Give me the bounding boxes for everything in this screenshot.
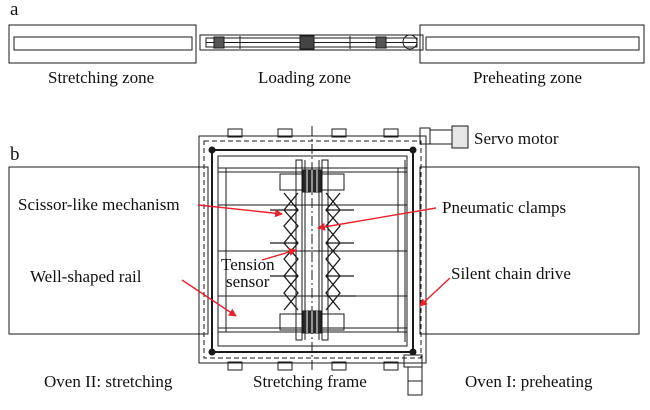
stretching-zone-box — [8, 24, 197, 64]
stretching-zone-label: Stretching zone — [48, 68, 155, 87]
loading-zone-label: Loading zone — [258, 68, 351, 87]
preheating-zone-box — [419, 24, 645, 64]
oven-2-label: Oven II: stretching — [44, 372, 173, 391]
oven-2-body — [8, 166, 209, 335]
pneumatic-clamps-label: Pneumatic clamps — [442, 198, 567, 217]
oven-1-body — [419, 166, 640, 335]
arrow-silent-chain-drive — [419, 277, 451, 307]
arrow-scissor — [197, 204, 283, 218]
silent-chain-drive-label: Silent chain drive — [451, 264, 571, 283]
stretching-frame-label: Stretching frame — [253, 372, 367, 391]
tension-sensor-label-line2: sensor — [226, 272, 270, 291]
panel-a-letter: a — [10, 0, 19, 20]
arrow-well-shaped-rail — [181, 279, 237, 317]
annotation-arrows — [181, 204, 451, 317]
panel-a-drawing — [8, 24, 645, 64]
panel-b-letter: b — [10, 144, 20, 165]
tension-sensor-label-line1: Tension — [221, 255, 275, 274]
servo-motor — [419, 125, 469, 149]
top-clamp-blocks — [279, 169, 345, 193]
scissor-mechanism-label: Scissor-like mechanism — [18, 195, 180, 214]
arrow-tension-sensor — [261, 248, 297, 261]
well-shaped-rail-label: Well-shaped rail — [30, 267, 142, 286]
scissor-mechanism-right — [325, 192, 356, 311]
servo-motor-label: Servo motor — [474, 129, 559, 148]
panel-b-drawing — [8, 125, 640, 396]
loading-zone-frame — [199, 34, 424, 51]
oven-1-label: Oven I: preheating — [465, 372, 593, 391]
preheating-zone-label: Preheating zone — [473, 68, 583, 87]
bottom-clamp-blocks — [279, 310, 345, 334]
arrow-pneumatic-clamps — [317, 207, 437, 231]
bottom-drive — [403, 354, 423, 396]
